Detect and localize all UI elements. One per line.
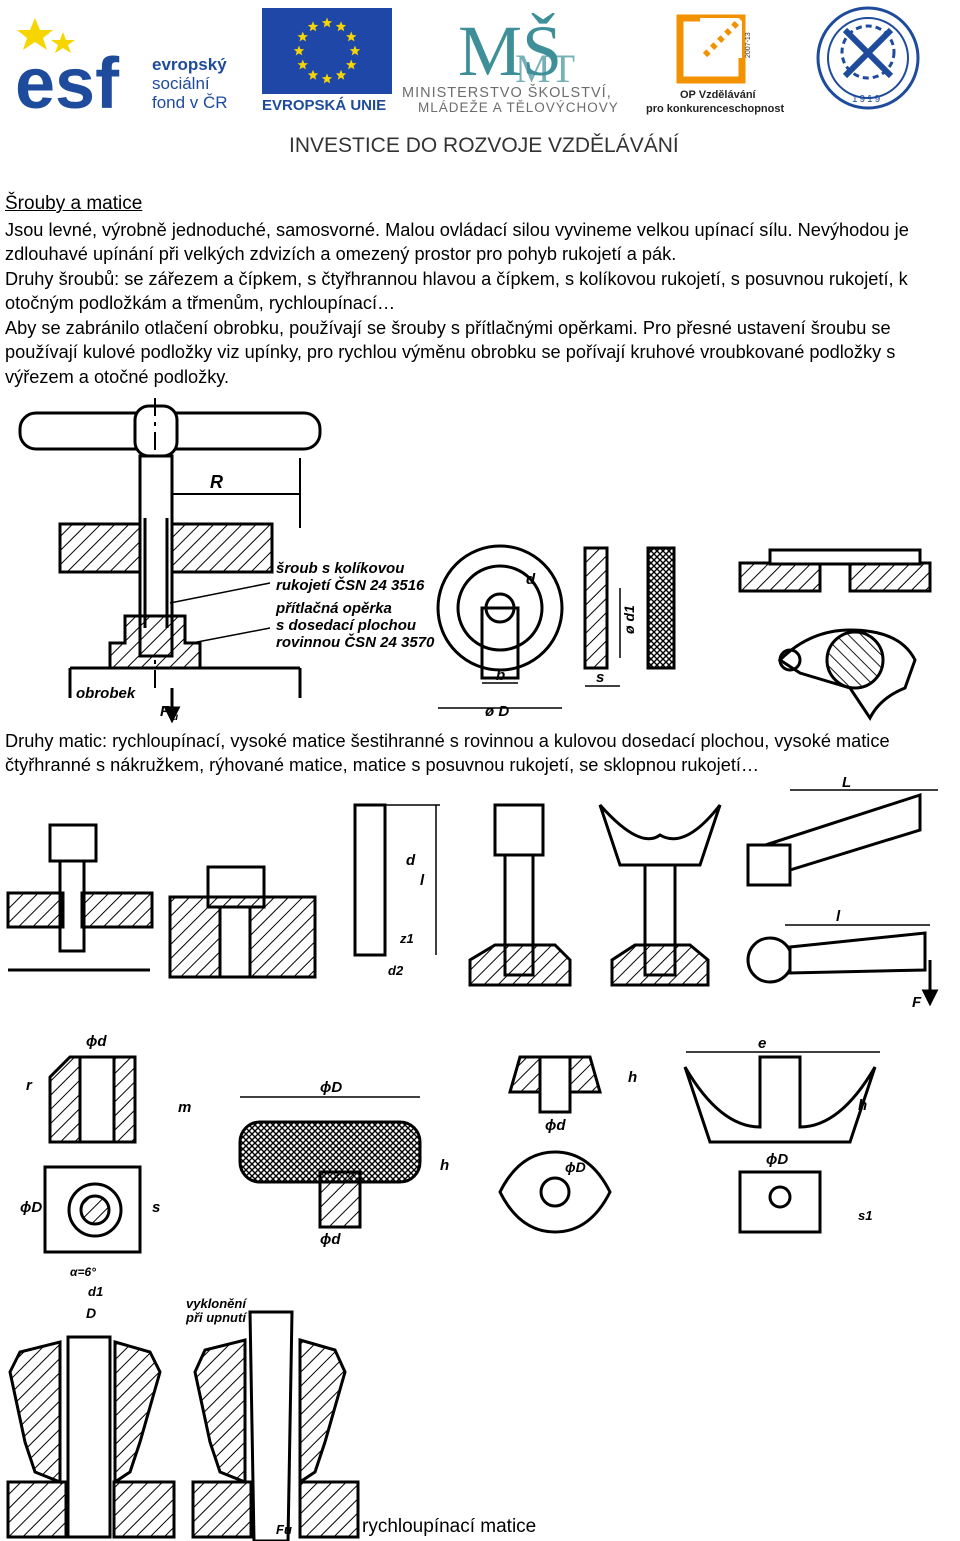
eu-star-icon <box>293 45 305 56</box>
label-Fu-sub: u <box>172 712 178 723</box>
note-pad-1: přítlačná opěrka <box>275 600 392 617</box>
label-knurl-phiD: ϕD <box>320 1079 342 1096</box>
eu-star-icon <box>307 21 319 32</box>
eu-star-icon <box>307 69 319 80</box>
msmt-line1: MINISTERSTVO ŠKOLSTVÍ, <box>402 84 612 101</box>
eu-star-icon <box>349 45 361 56</box>
eu-star-icon <box>297 59 308 70</box>
label-washer-d1: ø d1 <box>621 605 637 634</box>
label-washer-b: b <box>496 667 505 684</box>
figure-quick-release-nuts: α=6° d1 D vyklonění při upnutí Fu <box>6 1265 360 1541</box>
msmt-line2: MLÁDEŽE A TĚLOVÝCHOVY <box>418 100 619 115</box>
paragraph-nut-types: Druhy matic: rychloupínací, vysoké matic… <box>5 731 890 776</box>
label-pin-d: d <box>406 852 416 869</box>
label-star-phiD: ϕD <box>565 1159 586 1175</box>
op-line2: pro konkurenceschopnost <box>646 103 784 115</box>
eu-star-icon <box>297 31 308 42</box>
paragraph-screw-types: Druhy šroubů: se zářezem a čípkem, s čty… <box>5 269 908 314</box>
eu-star-icon <box>335 69 347 80</box>
label-star-phid: ϕd <box>545 1117 566 1134</box>
figure-nut-types: d l z1 d2 L l F <box>6 775 939 1011</box>
op-line1: OP Vzdělávání <box>680 89 757 101</box>
eu-flag: EVROPSKÁ UNIE <box>262 8 392 114</box>
label-Fu: F <box>160 703 170 720</box>
op-years: 2007-13 <box>745 32 752 58</box>
seal-logo: 1919 <box>816 6 920 110</box>
label-obrobek: obrobek <box>76 685 136 702</box>
label-wing-h: h <box>858 1097 867 1114</box>
label-knob-m: m <box>178 1099 191 1116</box>
svg-text:MŠ: MŠ <box>458 11 562 91</box>
label-wing-e: e <box>758 1035 766 1052</box>
svg-text:MT: MT <box>515 46 575 91</box>
note-pad-2: s dosedací plochou <box>276 617 416 634</box>
label-lever-F: F <box>912 994 922 1011</box>
label-tilt-1: vyklonění <box>186 1296 247 1311</box>
label-knob-s: s <box>152 1199 160 1216</box>
label-qr-d1: d1 <box>88 1284 103 1299</box>
label-washer-s: s <box>596 669 604 686</box>
figure-caption: rychloupínací matice <box>362 1516 537 1537</box>
label-pin-l: l <box>420 872 425 889</box>
label-R: R <box>210 472 223 492</box>
label-knob-r: r <box>26 1077 33 1094</box>
label-knurl-h: h <box>440 1157 449 1174</box>
label-pin-d2: d2 <box>388 963 404 978</box>
label-wing-s1: s1 <box>858 1208 872 1223</box>
op-logo: 2007-13 OP Vzdělávání pro konkurencescho… <box>646 14 784 115</box>
label-wing-phiD: ϕD <box>766 1151 788 1168</box>
figure-clamping-screws: R šroub s kolíkovou rukojetí ČSN 24 3516… <box>18 398 932 724</box>
label-washer-D: ø D <box>485 703 509 720</box>
eu-label: EVROPSKÁ UNIE <box>262 97 386 114</box>
note-screw-1: šroub s kolíkovou <box>276 560 404 577</box>
seal-year: 1919 <box>852 94 882 105</box>
label-knob-phiD: ϕD <box>20 1199 42 1216</box>
esf-logo: esf evropský sociální fond v ČR <box>15 8 228 124</box>
svg-text:esf: esf <box>15 44 120 124</box>
label-star-h: h <box>628 1069 637 1086</box>
note-pad-3: rovinnou ČSN 24 3570 <box>276 633 435 651</box>
paragraph-pressure-pads: Aby se zabránilo otlačení obrobku, použí… <box>5 318 896 387</box>
label-pin-z1: z1 <box>399 931 414 946</box>
figure-knobs: ϕd r m ϕD s ϕD h ϕd h ϕd ϕD e h ϕD s1 <box>20 1033 880 1254</box>
eu-star-icon <box>346 59 357 70</box>
esf-line1: evropský <box>152 55 227 74</box>
paragraph-intro: Jsou levné, výrobně jednoduché, samosvor… <box>5 220 909 265</box>
label-tilt-2: při upnutí <box>185 1310 247 1325</box>
label-washer-d: d <box>526 571 536 588</box>
section-title: Šrouby a matice <box>5 193 143 214</box>
eu-star-icon <box>321 73 333 84</box>
esf-line2: sociální <box>152 74 210 93</box>
label-qr-Fu: Fu <box>276 1522 292 1537</box>
esf-line3: fond v ČR <box>152 93 228 112</box>
label-knurl-phid: ϕd <box>320 1231 341 1248</box>
eu-star-icon <box>321 17 333 28</box>
eu-star-icon <box>346 31 357 42</box>
label-knob-phid: ϕd <box>86 1033 107 1050</box>
label-alpha: α=6° <box>70 1265 96 1279</box>
tagline: INVESTICE DO ROZVOJE VZDĚLÁVÁNÍ <box>289 134 679 157</box>
msmt-logo: MŠ MT MINISTERSTVO ŠKOLSTVÍ, MLÁDEŽE A T… <box>402 11 619 115</box>
label-lever-L: L <box>842 775 851 791</box>
eu-star-icon <box>335 21 347 32</box>
logo-header: esf evropský sociální fond v ČR EVROPSKÁ… <box>0 0 960 190</box>
label-qr-D: D <box>86 1305 96 1321</box>
label-lever-l: l <box>836 908 841 925</box>
note-screw-2: rukojetí ČSN 24 3516 <box>276 576 425 594</box>
